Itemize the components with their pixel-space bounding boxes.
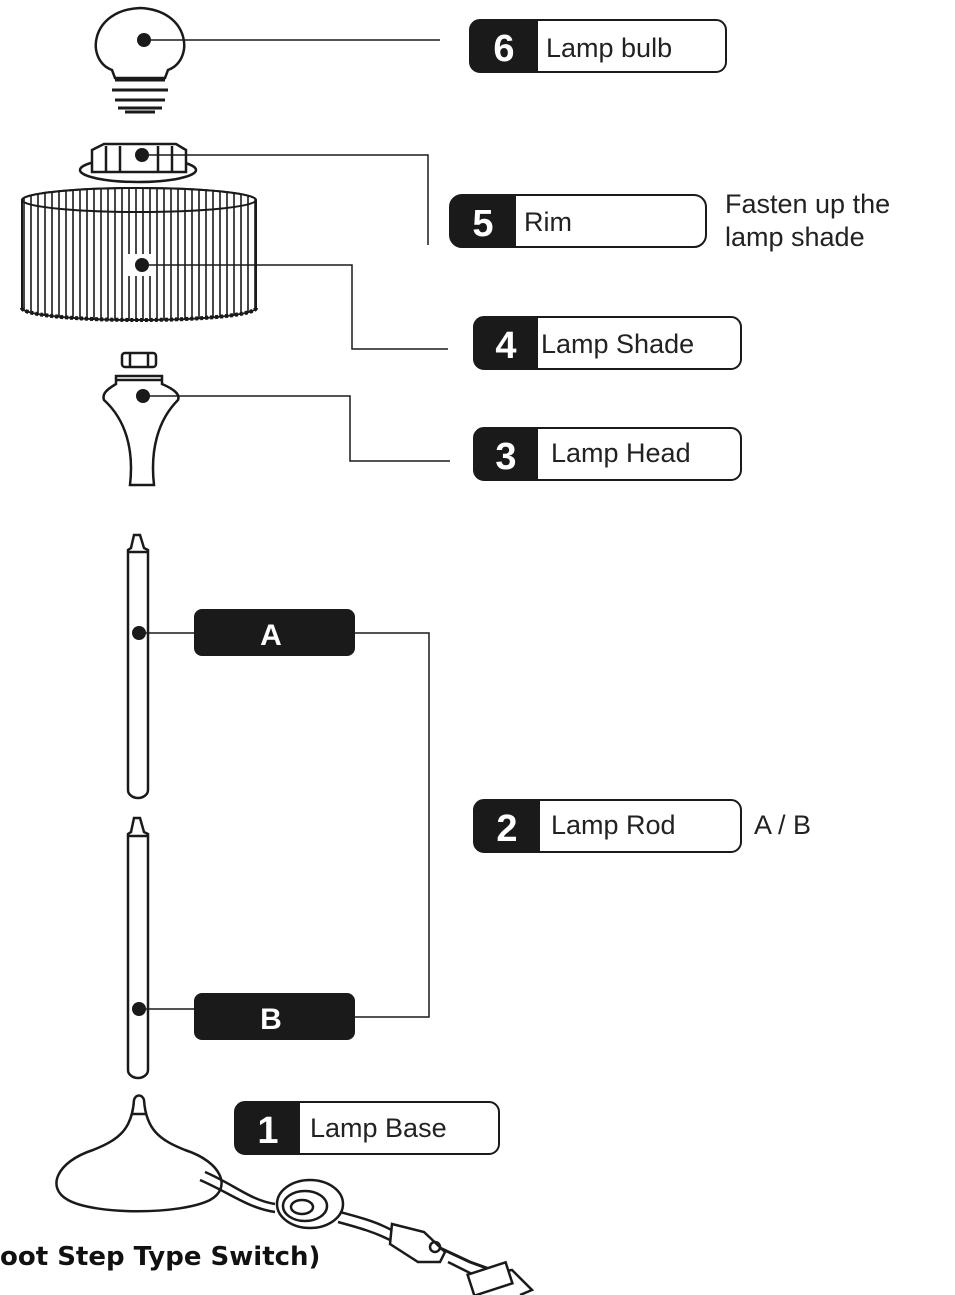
lamp-shade-leader (142, 264, 448, 350)
lamp-rod-a-icon (126, 533, 150, 800)
foot-switch-icon (199, 1170, 535, 1295)
rim-note-line1: Fasten up the (725, 189, 890, 219)
callout-1-label: Lamp Base (310, 1113, 447, 1143)
callout-2-number: 2 (496, 808, 517, 850)
lamp-shade-icon (20, 187, 258, 322)
callout-6-number: 6 (493, 28, 514, 70)
callout-6: 6 Lamp bulb (469, 19, 727, 73)
rim-leader (142, 154, 429, 245)
callout-2-label: Lamp Rod (551, 810, 676, 840)
switch-type-caption: oot Step Type Switch) (0, 1242, 320, 1272)
callout-5: 5 Rim (449, 194, 707, 248)
callout-4-label: Lamp Shade (541, 329, 694, 359)
lamp-bulb-icon (94, 6, 186, 114)
rod-b-tag: B (194, 993, 355, 1040)
rod-bracket-leader (355, 632, 430, 1018)
lamp-head-icon (102, 351, 180, 487)
callout-3-label: Lamp Head (551, 438, 691, 468)
callout-3: 3 Lamp Head (473, 427, 742, 481)
callout-1: 1 Lamp Base (234, 1101, 500, 1155)
callout-4-number: 4 (495, 325, 516, 367)
rod-a-tag: A (194, 609, 355, 656)
callout-2: 2 Lamp Rod (473, 799, 742, 853)
callout-1-number: 1 (257, 1110, 278, 1152)
rod-note: A / B (754, 810, 811, 840)
rim-note-line2: lamp shade (725, 222, 865, 252)
lamp-rod-b-icon (126, 816, 150, 1080)
callout-3-number: 3 (495, 436, 516, 478)
rod-a-label: A (260, 619, 282, 652)
lamp-head-leader (143, 395, 450, 462)
rod-b-label: B (260, 1003, 282, 1036)
lamp-base-icon (55, 1094, 223, 1213)
callout-5-label: Rim (524, 207, 572, 237)
callout-5-number: 5 (472, 203, 493, 245)
callout-6-label: Lamp bulb (546, 33, 672, 63)
callout-4: 4 Lamp Shade (473, 316, 742, 370)
